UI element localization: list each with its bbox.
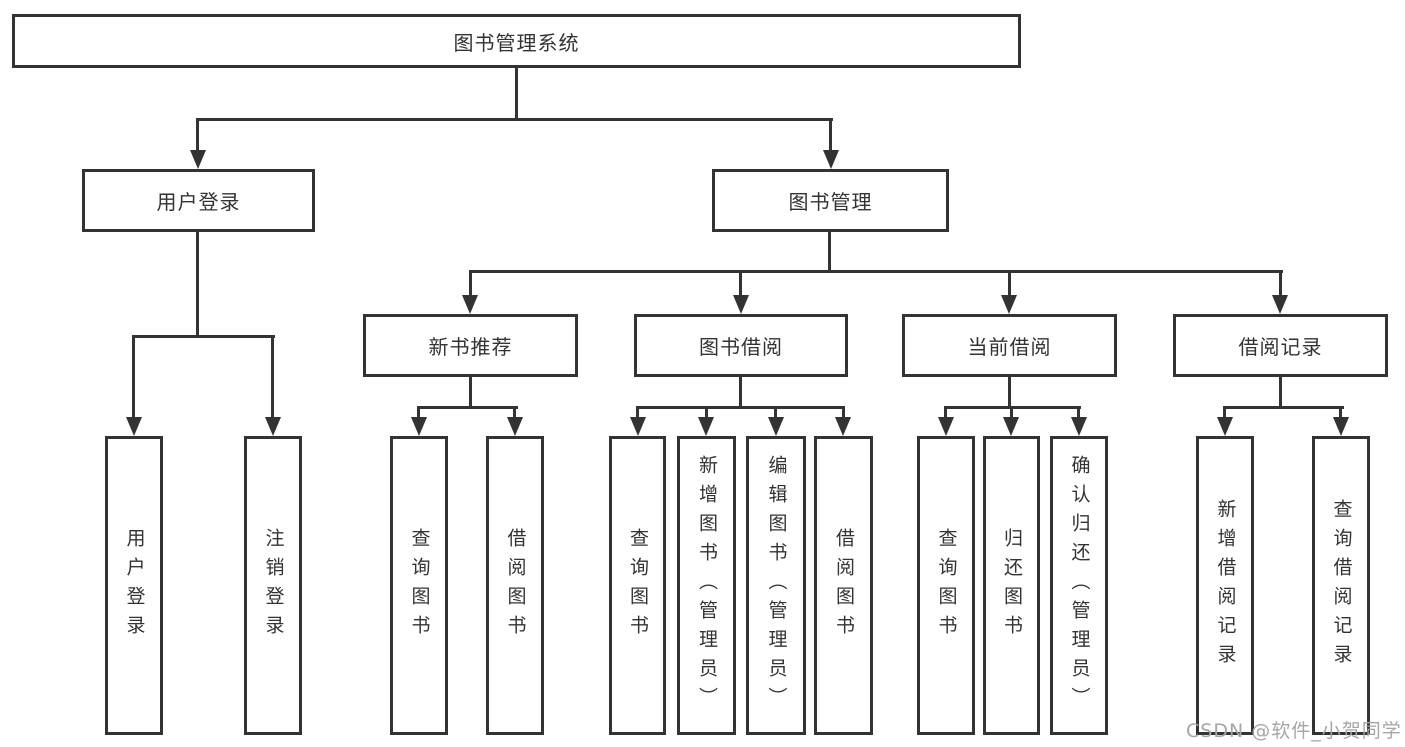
node-label: 图书借阅 (699, 335, 783, 359)
arrowhead (1003, 417, 1019, 436)
connector-line (828, 232, 831, 273)
connector-line (636, 406, 845, 409)
arrowhead (1001, 295, 1017, 314)
leaf-user-login: 用户登录 (105, 436, 163, 735)
connector-line (944, 406, 947, 419)
connector-line (132, 335, 275, 338)
connector-line (132, 335, 135, 418)
node-label: 查询借阅记录 (1330, 498, 1353, 673)
arrowhead (507, 417, 523, 436)
connector-line (1279, 376, 1282, 408)
connector-line (417, 406, 518, 409)
arrowhead (1217, 417, 1233, 436)
node-label: 当前借阅 (967, 335, 1052, 359)
leaf-add-borrow-record: 新增借阅记录 (1196, 436, 1254, 735)
node-label: 借阅图书 (833, 527, 855, 644)
connector-line (636, 406, 639, 419)
leaf-add-books-admin: 新增图书（管理员） (677, 436, 736, 735)
node-label: 用户登录 (123, 527, 146, 644)
connector-line (705, 406, 708, 419)
arrowhead (823, 150, 839, 169)
connector-line (196, 232, 199, 337)
connector-line (196, 118, 833, 121)
node-label: 图书管理系统 (453, 30, 580, 55)
connector-line (739, 270, 742, 296)
arrowhead (630, 417, 646, 436)
node-label: 查询图书 (935, 527, 958, 644)
node-label: 查询图书 (408, 527, 431, 644)
arrowhead (835, 417, 851, 436)
connector-line (469, 270, 472, 296)
arrowhead (411, 417, 427, 436)
connector-line (196, 118, 199, 152)
arrowhead (733, 295, 749, 314)
arrowhead (190, 150, 206, 169)
connector-line (1008, 270, 1011, 296)
connector-line (513, 406, 516, 419)
node-label: 图书管理 (788, 190, 873, 214)
leaf-query-books: 查询图书 (609, 436, 666, 735)
connector-line (469, 376, 472, 408)
arrowhead (462, 295, 478, 314)
node-label: 归还图书 (1001, 527, 1023, 644)
arrowhead (1272, 295, 1288, 314)
node-book-borrow: 图书借阅 (634, 314, 848, 377)
node-borrow-record: 借阅记录 (1173, 314, 1388, 377)
csdn-watermark: CSDN @软件_小贺同学 (1186, 720, 1402, 742)
node-user-login: 用户登录 (82, 169, 315, 232)
leaf-borrow-books: 借阅图书 (814, 436, 873, 735)
node-label: 注销登录 (262, 527, 285, 644)
arrowhead (938, 417, 954, 436)
leaf-return-books: 归还图书 (983, 436, 1040, 735)
arrowhead (1071, 417, 1087, 436)
node-label: 编辑图书（管理员） (765, 455, 788, 716)
leaf-edit-books-admin: 编辑图书（管理员） (746, 436, 806, 735)
leaf-query-books: 查询图书 (917, 436, 975, 735)
connector-line (1008, 376, 1011, 408)
connector-line (1339, 406, 1342, 419)
arrowhead (698, 417, 714, 436)
arrowhead (126, 417, 142, 436)
connector-line (842, 406, 845, 419)
connector-line (829, 118, 832, 152)
leaf-query-books: 查询图书 (390, 436, 448, 735)
node-current-borrow: 当前借阅 (902, 314, 1117, 377)
node-label: 确认归还（管理员） (1068, 455, 1091, 716)
connector-line (515, 68, 518, 121)
node-book-management: 图书管理 (712, 169, 949, 232)
arrowhead (768, 417, 784, 436)
node-label: 新增借阅记录 (1214, 498, 1237, 673)
node-label: 借阅记录 (1238, 335, 1323, 359)
connector-line (417, 406, 420, 419)
leaf-logout: 注销登录 (244, 436, 302, 735)
arrowhead (1333, 417, 1349, 436)
connector-line (1223, 406, 1226, 419)
connector-line (774, 406, 777, 419)
leaf-query-borrow-record: 查询借阅记录 (1312, 436, 1370, 735)
connector-line (1010, 406, 1013, 419)
node-label: 新增图书（管理员） (696, 455, 718, 716)
connector-line (271, 335, 274, 418)
connector-line (1077, 406, 1080, 419)
node-label: 借阅图书 (504, 527, 527, 644)
leaf-confirm-return-admin: 确认归还（管理员） (1050, 436, 1108, 735)
leaf-borrow-books: 借阅图书 (486, 436, 544, 735)
connector-line (1279, 270, 1282, 296)
connector-line (469, 270, 1283, 273)
node-label: 新书推荐 (428, 335, 513, 359)
node-new-book-recommend: 新书推荐 (363, 314, 578, 377)
arrowhead (265, 417, 281, 436)
node-label: 用户登录 (156, 190, 241, 214)
connector-line (739, 376, 742, 408)
node-label: 查询图书 (627, 527, 649, 644)
connector-line (1223, 406, 1344, 409)
node-library-system: 图书管理系统 (12, 14, 1021, 68)
